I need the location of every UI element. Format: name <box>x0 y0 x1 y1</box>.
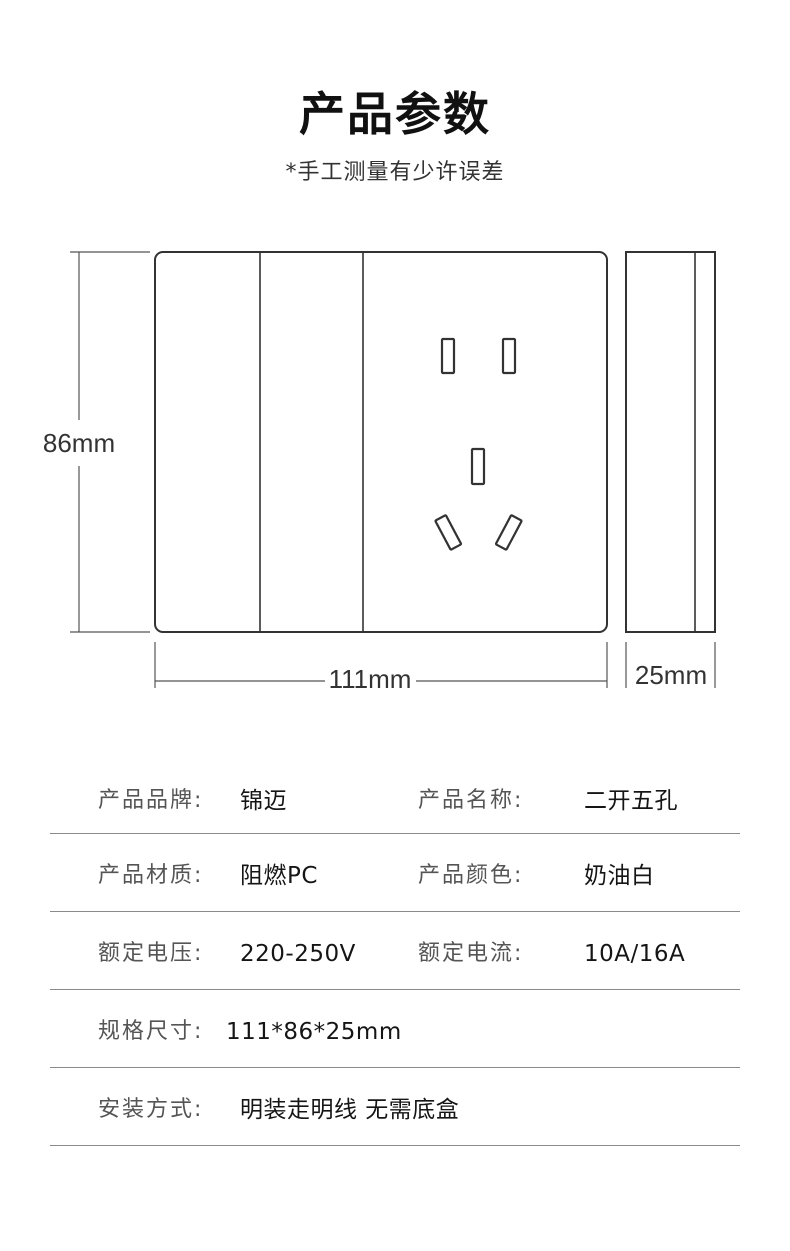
two-pin-hole-right <box>501 337 517 375</box>
spec-row: 额定电压: 220-250V 额定电流: 10A/16A <box>50 912 740 990</box>
spec-value: 明装走明线 无需底盒 <box>240 1097 460 1123</box>
spec-row: 规格尺寸: 111*86*25mm <box>50 990 740 1068</box>
spec-value: 220-250V <box>240 941 356 967</box>
three-pin-hole-top <box>470 447 486 486</box>
width-label: 111mm <box>329 664 412 694</box>
switch-socket-side-view <box>625 251 716 633</box>
spec-value: 二开五孔 <box>584 788 678 814</box>
product-dimension-diagram: 86mm 111mm 25mm <box>43 251 716 694</box>
spec-table: 产品品牌: 锦迈 产品名称: 二开五孔 产品材质: 阻燃PC 产品颜色: 奶油白… <box>50 760 740 1146</box>
spec-value: 阻燃PC <box>240 863 318 889</box>
spec-row: 安装方式: 明装走明线 无需底盒 <box>50 1068 740 1146</box>
spec-label: 产品材质: <box>98 863 204 888</box>
measurement-note: *手工测量有少许误差 <box>285 160 505 185</box>
two-pin-hole-left <box>440 337 456 375</box>
spec-label: 安装方式: <box>98 1097 204 1122</box>
spec-label: 额定电压: <box>98 941 204 966</box>
spec-label: 额定电流: <box>418 941 524 966</box>
height-label: 86mm <box>43 428 115 458</box>
page-title: 产品参数 <box>299 87 491 141</box>
spec-row: 产品品牌: 锦迈 产品名称: 二开五孔 <box>50 760 740 834</box>
depth-dimension-line <box>625 642 716 688</box>
spec-row: 产品材质: 阻燃PC 产品颜色: 奶油白 <box>50 834 740 912</box>
depth-label: 25mm <box>635 660 707 690</box>
height-dimension-line <box>70 251 150 633</box>
three-pin-hole-right <box>494 514 523 551</box>
three-pin-hole-left <box>434 514 463 551</box>
spec-value: 奶油白 <box>584 863 655 889</box>
spec-label: 产品品牌: <box>98 788 204 813</box>
width-dimension-line <box>154 642 608 688</box>
spec-value: 10A/16A <box>584 941 686 967</box>
spec-value: 锦迈 <box>240 788 287 814</box>
spec-label: 产品名称: <box>418 788 524 813</box>
spec-value: 111*86*25mm <box>226 1019 402 1045</box>
spec-label: 规格尺寸: <box>98 1019 204 1044</box>
switch-socket-front-view <box>154 251 608 633</box>
spec-label: 产品颜色: <box>418 863 524 888</box>
socket-holes <box>434 337 523 551</box>
